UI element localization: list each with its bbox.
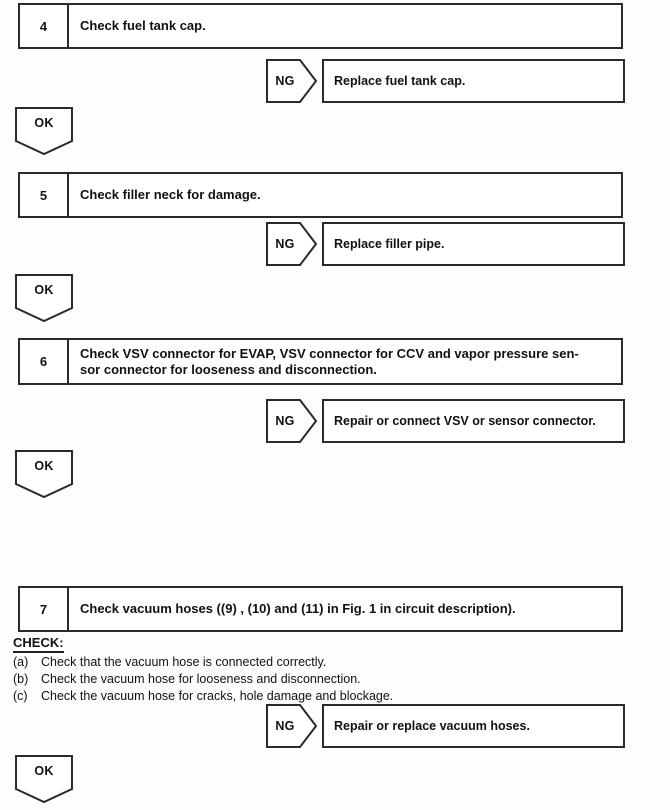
ok-pentagon-icon <box>15 450 73 499</box>
check-item-text: Check the vacuum hose for cracks, hole d… <box>41 689 394 703</box>
ok-pentagon-icon <box>15 274 73 323</box>
ng-pentagon-icon <box>266 399 318 443</box>
check-item-a: (a) Check that the vacuum hose is connec… <box>13 655 326 669</box>
ng-action-text: Repair or connect VSV or sensor connecto… <box>334 414 596 428</box>
ng-label: NG <box>275 237 295 251</box>
ok-arrow-5: OK <box>15 274 73 323</box>
check-item-label: (b) <box>13 672 29 686</box>
ng-action-text: Replace filler pipe. <box>334 237 445 251</box>
ng-action-box-6: Repair or connect VSV or sensor connecto… <box>322 399 625 443</box>
check-item-text: Check that the vacuum hose is connected … <box>41 655 327 669</box>
ng-label: NG <box>275 719 295 733</box>
check-item-c: (c) Check the vacuum hose for cracks, ho… <box>13 689 393 703</box>
ng-action-box-7: Repair or replace vacuum hoses. <box>322 704 625 748</box>
step-box-7: 7 Check vacuum hoses ((9) , (10) and (11… <box>18 586 623 632</box>
ng-arrow-7: NG <box>266 704 318 748</box>
ok-label: OK <box>34 764 54 778</box>
ng-label: NG <box>275 74 295 88</box>
step-box-5: 5 Check filler neck for damage. <box>18 172 623 218</box>
step-number: 4 <box>20 5 69 47</box>
ok-label: OK <box>34 283 54 297</box>
ok-arrow-7: OK <box>15 755 73 804</box>
ok-pentagon-icon <box>15 107 73 156</box>
ok-label: OK <box>34 459 54 473</box>
step-box-6: 6 Check VSV connector for EVAP, VSV conn… <box>18 338 623 385</box>
ng-action-text: Repair or replace vacuum hoses. <box>334 719 530 733</box>
ng-pentagon-icon <box>266 222 318 266</box>
ng-arrow-6: NG <box>266 399 318 443</box>
step-box-4: 4 Check fuel tank cap. <box>18 3 623 49</box>
ok-label: OK <box>34 116 54 130</box>
ng-action-text: Replace fuel tank cap. <box>334 74 466 88</box>
ok-arrow-4: OK <box>15 107 73 156</box>
check-item-text: Check the vacuum hose for looseness and … <box>41 672 361 686</box>
ng-arrow-5: NG <box>266 222 318 266</box>
ng-label: NG <box>275 414 295 428</box>
ng-pentagon-icon <box>266 704 318 748</box>
step-instruction: Check fuel tank cap. <box>80 18 206 34</box>
step-instruction: Check VSV connector for EVAP, VSV connec… <box>80 345 579 377</box>
step-instruction: Check vacuum hoses ((9) , (10) and (11) … <box>80 601 516 617</box>
check-item-label: (c) <box>13 689 28 703</box>
step-number: 7 <box>20 588 69 630</box>
check-item-label: (a) <box>13 655 29 669</box>
step-instruction: Check filler neck for damage. <box>80 187 261 203</box>
check-heading: CHECK: <box>13 635 64 653</box>
check-item-b: (b) Check the vacuum hose for looseness … <box>13 672 361 686</box>
step-number: 6 <box>20 340 69 383</box>
ok-arrow-6: OK <box>15 450 73 499</box>
ng-action-box-4: Replace fuel tank cap. <box>322 59 625 103</box>
ok-pentagon-icon <box>15 755 73 804</box>
ng-action-box-5: Replace filler pipe. <box>322 222 625 266</box>
step-number: 5 <box>20 174 69 216</box>
ng-pentagon-icon <box>266 59 318 103</box>
ng-arrow-4: NG <box>266 59 318 103</box>
